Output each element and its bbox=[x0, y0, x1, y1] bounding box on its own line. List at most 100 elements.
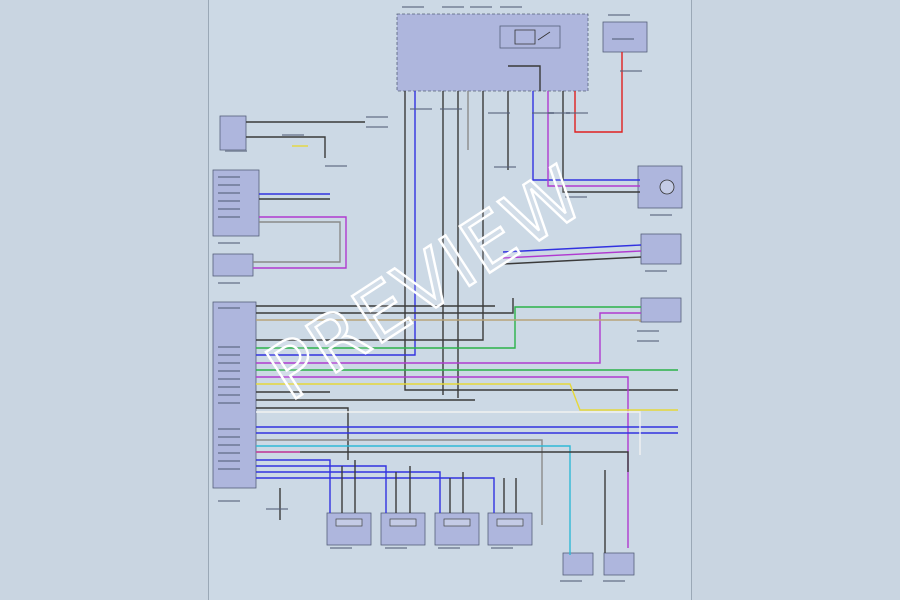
fine-print-mark bbox=[410, 108, 432, 110]
wire-blue-7 bbox=[532, 91, 640, 181]
fine-print-mark bbox=[637, 330, 659, 332]
temp-sensor-box bbox=[562, 552, 594, 576]
fine-print-mark bbox=[491, 547, 513, 549]
actuator-3-box bbox=[434, 512, 480, 546]
wire-black-9 bbox=[562, 91, 640, 193]
ambient-sensor-box bbox=[219, 115, 247, 151]
wire-black-0 bbox=[404, 91, 678, 391]
actuator-4-connector bbox=[496, 518, 524, 527]
wire-black-23 bbox=[502, 256, 642, 265]
fine-print-mark bbox=[532, 112, 554, 114]
fine-print-mark bbox=[548, 112, 570, 114]
fine-print-mark bbox=[218, 444, 240, 446]
fine-print-mark bbox=[218, 500, 240, 502]
actuator-2-connector bbox=[389, 518, 417, 527]
fine-print-mark bbox=[565, 196, 587, 198]
fine-print-mark bbox=[218, 394, 240, 396]
fine-print-mark bbox=[402, 6, 424, 8]
fine-print-mark bbox=[218, 200, 240, 202]
fine-print-mark bbox=[500, 6, 522, 8]
fine-print-mark bbox=[218, 282, 240, 284]
actuator-4-box bbox=[487, 512, 533, 546]
fine-print-mark bbox=[218, 346, 240, 348]
wire-tan-54 bbox=[256, 319, 641, 322]
wire-black-16 bbox=[246, 136, 326, 158]
fine-print-mark bbox=[266, 508, 288, 510]
fine-print-mark bbox=[218, 428, 240, 430]
relay-symbol bbox=[499, 25, 561, 49]
wire-black-5 bbox=[256, 91, 484, 341]
fine-print-mark bbox=[442, 6, 464, 8]
wire-cyan-35 bbox=[256, 445, 571, 555]
refrigerant-pressure-sensor bbox=[212, 253, 254, 277]
fine-print-mark bbox=[637, 340, 659, 342]
fine-print-mark bbox=[218, 192, 240, 194]
fine-print-mark bbox=[218, 452, 240, 454]
actuator-3-connector bbox=[443, 518, 471, 527]
fine-print-mark bbox=[470, 6, 492, 8]
fine-print-mark bbox=[366, 126, 388, 128]
blower-motor-symbol bbox=[659, 179, 675, 195]
fine-print-mark bbox=[488, 112, 510, 114]
wire-gray-15 bbox=[253, 221, 341, 263]
fine-print-mark bbox=[612, 38, 634, 40]
fine-print-mark bbox=[218, 184, 240, 186]
fine-print-mark bbox=[218, 208, 240, 210]
fine-print-mark bbox=[218, 362, 240, 364]
component-boxes bbox=[212, 13, 683, 576]
fine-print-mark bbox=[438, 547, 460, 549]
wire-harness bbox=[246, 52, 678, 555]
fine-print-mark bbox=[218, 402, 240, 404]
fine-print-mark bbox=[330, 547, 352, 549]
fine-print-mark bbox=[218, 378, 240, 380]
fine-print-mark bbox=[560, 580, 582, 582]
fine-print-mark bbox=[603, 580, 625, 582]
fine-print-mark bbox=[218, 242, 240, 244]
fine-print-mark bbox=[494, 166, 516, 168]
fine-print-mark bbox=[218, 216, 240, 218]
steering-switch-box bbox=[640, 233, 682, 265]
fuse-relay-box bbox=[396, 13, 589, 92]
wire-blue-38 bbox=[256, 465, 387, 513]
diagram-fine-print bbox=[218, 6, 672, 582]
wire-red-10 bbox=[574, 52, 623, 133]
blower-sensor-box bbox=[603, 552, 635, 576]
wire-black-36 bbox=[256, 451, 629, 472]
wire-purple-27 bbox=[256, 376, 629, 548]
fine-print-mark bbox=[218, 460, 240, 462]
fine-print-mark bbox=[366, 116, 388, 118]
wire-blue-40 bbox=[256, 477, 495, 513]
relay-coil-symbol bbox=[514, 29, 551, 45]
fine-print-mark bbox=[218, 354, 240, 356]
wire-purple-25 bbox=[256, 312, 641, 364]
fine-print-mark bbox=[225, 150, 247, 152]
fine-print-mark bbox=[218, 386, 240, 388]
actuator-2-box bbox=[380, 512, 426, 546]
wire-black-11 bbox=[508, 65, 541, 91]
wire-black-31 bbox=[256, 407, 349, 460]
fuse-block-right bbox=[602, 21, 648, 53]
fine-print-mark bbox=[218, 176, 240, 178]
fine-print-mark bbox=[325, 165, 347, 167]
actuator-1-box bbox=[326, 512, 372, 546]
fine-print-mark bbox=[385, 547, 407, 549]
fine-print-mark bbox=[218, 436, 240, 438]
fine-print-mark bbox=[282, 134, 304, 136]
wire-green-24 bbox=[256, 306, 641, 349]
wire-purple-8 bbox=[547, 91, 640, 187]
wire-purple-22 bbox=[502, 250, 642, 259]
wire-blue-1 bbox=[256, 91, 416, 356]
fine-print-mark bbox=[218, 370, 240, 372]
wire-black-20 bbox=[256, 298, 514, 314]
fine-print-mark bbox=[620, 70, 642, 72]
wire-yellow-28 bbox=[256, 383, 678, 411]
wire-blue-39 bbox=[256, 471, 441, 513]
engine-control-module bbox=[212, 169, 260, 237]
wire-blue-37 bbox=[256, 459, 331, 513]
fine-print-mark bbox=[440, 108, 462, 110]
fine-print-mark bbox=[650, 214, 672, 216]
actuator-1-connector bbox=[335, 518, 363, 527]
fine-print-mark bbox=[608, 14, 630, 16]
